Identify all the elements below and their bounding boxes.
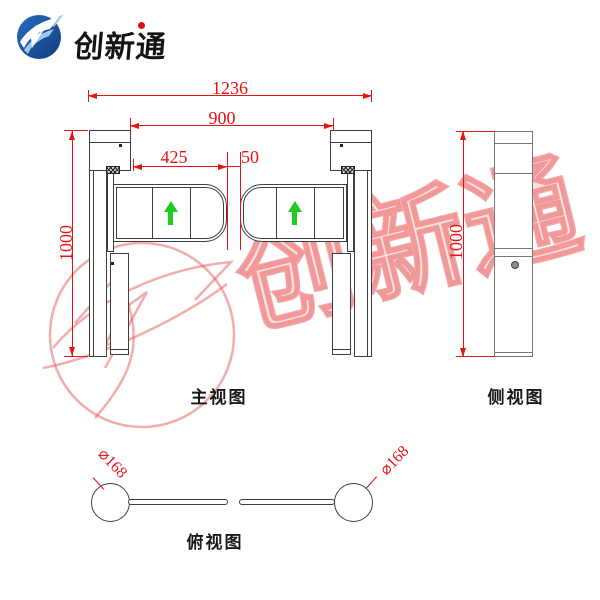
dim-1000f-line: [72, 131, 73, 356]
side-view-body: [494, 131, 533, 357]
dim-1000s-arrow-top: [460, 131, 466, 140]
watermark-text: 创新通: [224, 141, 595, 351]
side-line-3: [494, 248, 533, 249]
top-view-label: 俯视图: [186, 533, 244, 552]
dim-900-line: [130, 125, 333, 126]
dim-1000f-ext-top: [64, 130, 88, 131]
dim-1000s-ext-top: [456, 131, 494, 132]
dim-front-height: 1000: [56, 225, 76, 261]
dim-1000f-arrow-bottom: [69, 347, 75, 356]
front-left-cap-line: [89, 142, 131, 143]
front-left-pillar-body: [89, 170, 107, 357]
front-left-pillar-cap: [89, 130, 131, 171]
dim-1000s-arrow-bottom: [460, 348, 466, 357]
front-view-label: 主视图: [190, 388, 248, 407]
front-right-arm-divider-2: [314, 187, 315, 239]
front-right-body-inner-line: [367, 170, 368, 357]
front-right-cap-line: [330, 142, 372, 143]
dim-50-ext-left: [227, 152, 228, 250]
dim-50-ext-right: [240, 152, 241, 250]
dim-1236-arrow-right: [363, 93, 372, 99]
brand-red-dot-icon: [138, 22, 145, 29]
top-left-post-circle: [91, 483, 130, 522]
dim-center-gap: 50: [241, 147, 259, 167]
top-left-arm-bar: [128, 499, 228, 505]
front-left-lower-panel-dot: [111, 262, 114, 265]
dim-inner-width: 900: [208, 108, 236, 128]
front-left-body-inner-line: [93, 170, 94, 357]
dim-right-diameter: ⌀168: [376, 442, 413, 479]
logo-swoosh-icon: [17, 14, 64, 59]
right-arm-green-arrow-stem: [292, 212, 297, 225]
dim-1000f-ext-bottom: [64, 356, 88, 357]
front-right-cap-dot: [340, 144, 343, 147]
right-arm-green-up-arrow-icon: [288, 201, 302, 212]
front-right-hinge-icon: [341, 166, 355, 174]
top-right-arm-bar: [239, 499, 335, 505]
front-right-lower-panel: [332, 253, 351, 355]
dim-1000s-ext-bottom: [456, 356, 494, 357]
brand-text: 创新通: [72, 31, 169, 64]
front-right-pillar-body: [354, 170, 372, 357]
side-line-2: [494, 173, 533, 174]
dim-side-height: 1000: [446, 224, 466, 260]
side-line-4: [494, 256, 533, 257]
dim-1000f-arrow-top: [69, 131, 75, 140]
front-right-arm-divider-1: [276, 187, 277, 239]
dim-900-arrow-left: [130, 123, 139, 129]
front-right-hinge-bracket: [347, 173, 354, 252]
dim-900-ext-right: [333, 118, 334, 131]
dim-1236-arrow-left: [88, 93, 97, 99]
side-keyhole-icon: [511, 261, 519, 269]
dim-425-line: [133, 166, 227, 167]
side-line-5: [494, 352, 533, 353]
front-right-pillar-cap: [330, 130, 372, 171]
left-arm-green-up-arrow-icon: [164, 201, 178, 212]
front-left-lower-panel-footline: [110, 349, 129, 350]
side-view-label: 侧视图: [487, 388, 545, 407]
front-left-arm-divider-2: [190, 187, 191, 239]
dim-1000s-line: [463, 131, 464, 357]
left-arm-green-arrow-stem: [168, 212, 173, 225]
dim-425-arrow-left: [133, 164, 142, 170]
dim-425-arrow-right: [218, 164, 227, 170]
front-left-lower-panel: [110, 253, 129, 355]
front-right-lower-panel-footline: [332, 349, 351, 350]
top-right-post-circle: [334, 483, 373, 522]
dim-1236-line: [88, 95, 372, 96]
dim-50-line: [227, 166, 240, 167]
dim-arm-length: 425: [160, 147, 188, 167]
front-left-hinge-icon: [106, 166, 120, 174]
front-left-cap-dot: [119, 144, 122, 147]
side-line-1: [494, 143, 533, 144]
front-left-arm-divider-1: [152, 187, 153, 239]
dim-900-arrow-right: [324, 123, 333, 129]
dim-overall-width: 1236: [212, 78, 248, 98]
